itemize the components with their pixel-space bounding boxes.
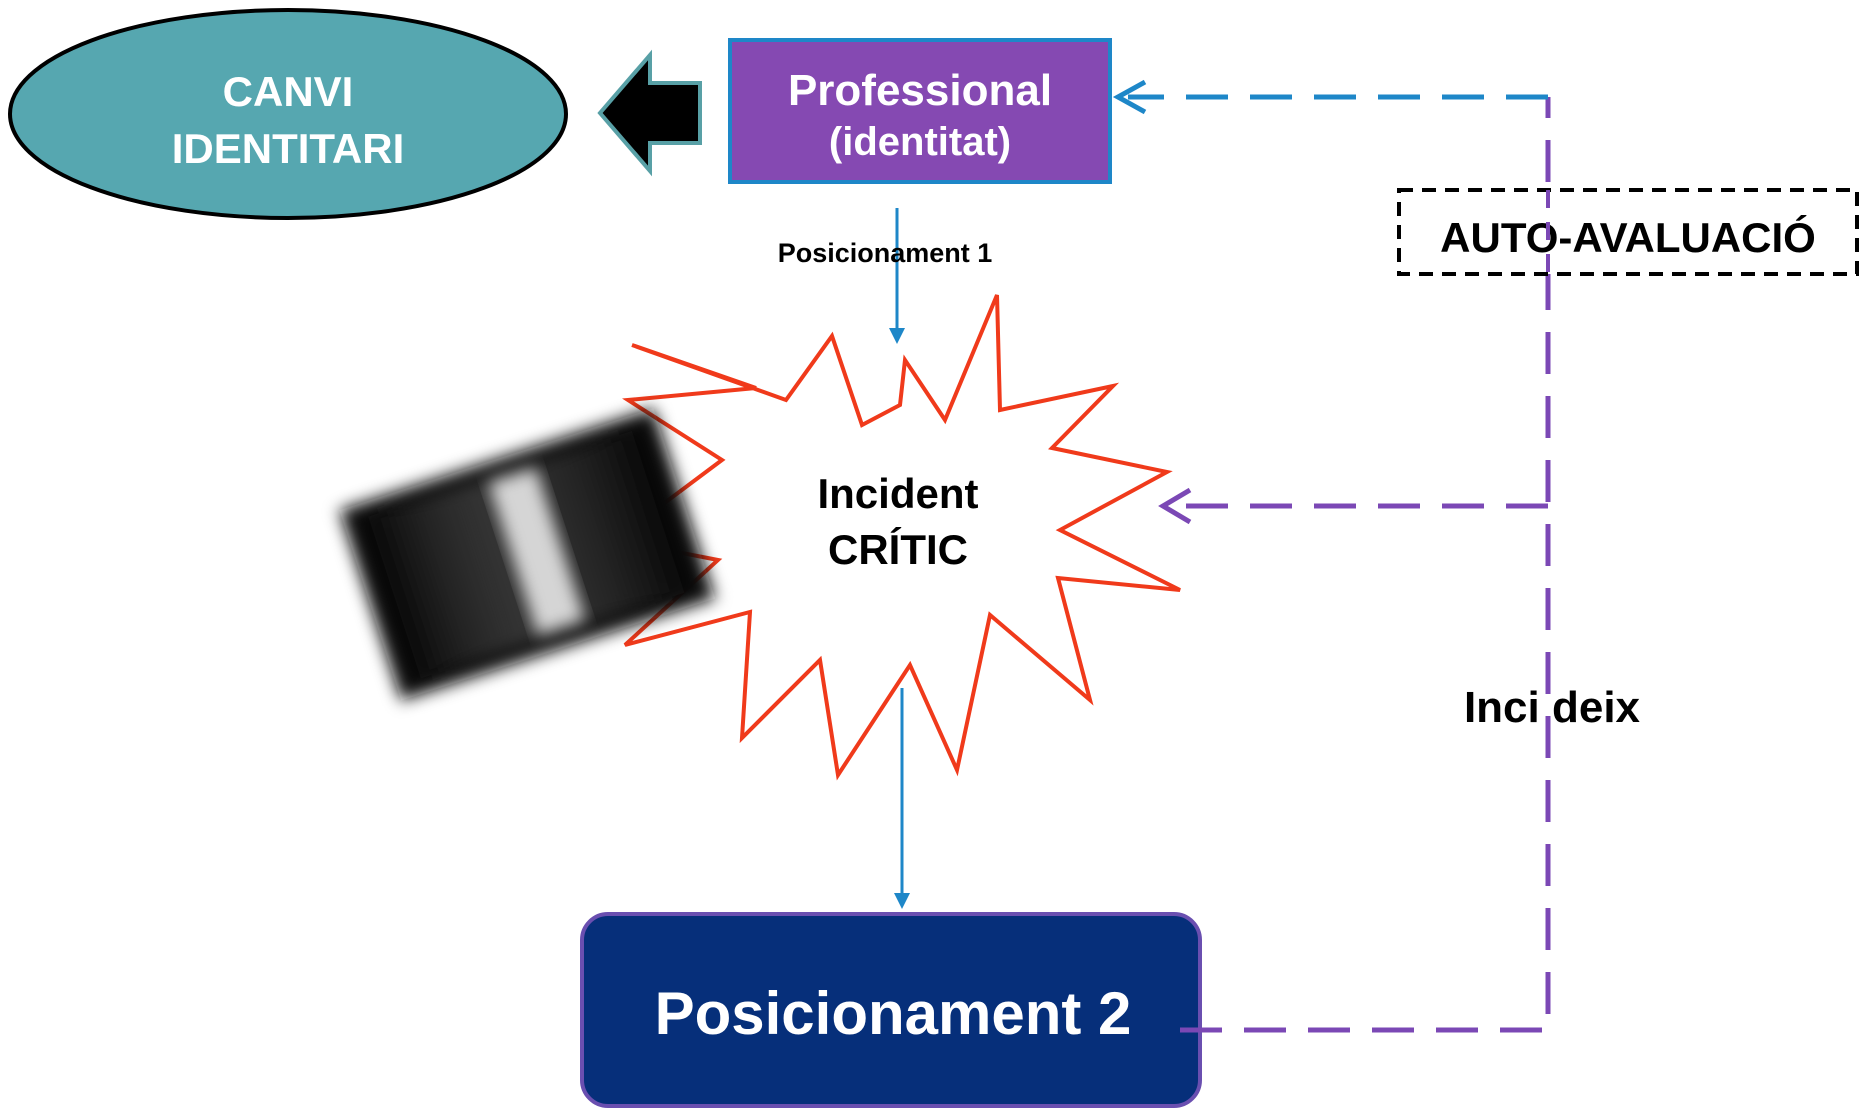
incident-line2: CRÍTIC	[828, 526, 968, 573]
posicionament2-label: Posicionament 2	[655, 980, 1132, 1047]
arrow-incident-to-posicionament2	[894, 688, 910, 909]
arrow-professional-to-incident	[889, 208, 905, 344]
canvi-identitari-node: CANVI IDENTITARI	[8, 8, 568, 220]
autoavaluacio-box: AUTO-AVALUACIÓ	[1397, 188, 1859, 276]
incideix-label: Inci deix	[1464, 683, 1641, 732]
arrow-head-to-incident-icon	[1158, 487, 1192, 525]
professional-line2: (identitat)	[829, 120, 1011, 164]
blue-dashed-arrow	[1112, 79, 1548, 115]
canvi-line1: CANVI	[223, 68, 354, 115]
professional-node: Professional (identitat)	[728, 38, 1112, 184]
silhouette-argument-image	[339, 408, 716, 701]
autoavaluacio-label: AUTO-AVALUACIÓ	[1440, 213, 1816, 261]
feedback-loop	[1172, 97, 1551, 1033]
left-arrow-icon	[597, 49, 702, 177]
canvi-line2: IDENTITARI	[172, 125, 405, 172]
incident-critic-node: Incident CRÍTIC	[610, 294, 1181, 781]
posicionament2-node: Posicionament 2	[580, 912, 1202, 1108]
incident-line1: Incident	[817, 470, 978, 517]
posicionament1-label: Posicionament 1	[778, 238, 993, 268]
professional-line1: Professional	[788, 66, 1052, 115]
